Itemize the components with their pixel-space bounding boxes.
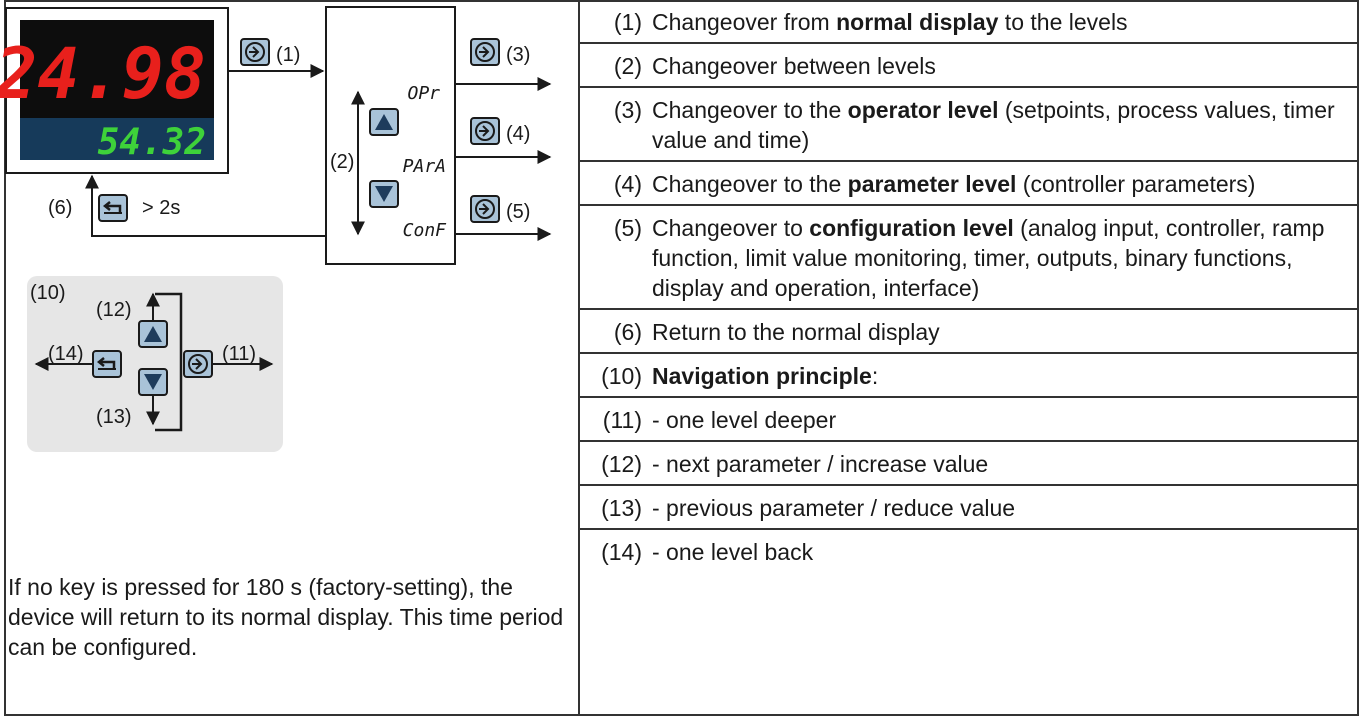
legend-text-bold: configuration level [809, 215, 1014, 241]
legend-text-post: (setpoints, process values, timer value … [652, 97, 1335, 153]
legend-number: (6) [613, 319, 642, 345]
level-diagram: 24.98 54.32 (1) OPr PArA ConF (2) (3) (4… [0, 6, 552, 452]
legend-number: (2) [613, 53, 642, 79]
legend-row: (4)Changeover to the parameter level (co… [580, 162, 1357, 206]
legend-number: (5) [613, 215, 642, 241]
legend-row: (14) - one level back [580, 530, 1357, 572]
legend-text: Changeover to configuration level (analo… [642, 213, 1357, 303]
enter-key-icon [470, 38, 500, 66]
legend-number: (3) [613, 97, 642, 123]
nav-bracket [155, 292, 183, 432]
legend-text-pre: Changeover from [652, 9, 837, 35]
hold-duration: > 2s [142, 197, 180, 219]
legend-text: Navigation principle: [642, 361, 1357, 391]
legend-text-post: : [871, 363, 879, 389]
legend-text-pre: - next parameter / increase value [652, 451, 989, 477]
up-key-icon [369, 108, 399, 136]
legend-row: (2) Changeover between levels [580, 44, 1357, 88]
legend-text-post: (controller parameters) [1016, 171, 1256, 197]
legend-text: Changeover between levels [642, 51, 1357, 81]
callout-1: (1) [276, 44, 300, 66]
legend-text-pre: - one level deeper [652, 407, 837, 433]
callout-12: (12) [96, 299, 132, 321]
legend-text-pre: Changeover to the [652, 171, 848, 197]
legend-text: Changeover to the operator level (setpoi… [642, 95, 1357, 155]
legend-text-bold: operator level [847, 97, 999, 123]
level-opr: OPr [407, 83, 440, 104]
callout-10: (10) [30, 282, 66, 304]
legend-row: (1)Changeover from normal display to the… [580, 0, 1357, 44]
legend-row: (10)Navigation principle: [580, 354, 1357, 398]
legend-text: Changeover to the parameter level (contr… [642, 169, 1357, 199]
legend-text-bold: Navigation principle [652, 363, 872, 389]
legend-row: (3)Changeover to the operator level (set… [580, 88, 1357, 162]
exit-key-icon [98, 194, 128, 222]
legend-text-pre: - previous parameter / reduce value [652, 495, 1016, 521]
legend-number: (14) [601, 539, 642, 565]
callout-11: (11) [222, 343, 256, 365]
callout-4: (4) [506, 123, 530, 145]
legend-row: (6) Return to the normal display [580, 310, 1357, 354]
legend-row: (5)Changeover to configuration level (an… [580, 206, 1357, 310]
legend-text-post: (analog input, controller, ramp function… [652, 215, 1325, 301]
legend-text-pre: Return to the normal display [652, 319, 940, 345]
exit-key-icon [92, 350, 122, 378]
controller-display: 24.98 54.32 [0, 7, 229, 174]
callout-6: (6) [48, 197, 72, 219]
display-top-value: 24.98 [0, 33, 206, 115]
column-divider [578, 0, 580, 716]
legend-table: (1)Changeover from normal display to the… [580, 0, 1357, 572]
legend-text-pre: - one level back [652, 539, 814, 565]
legend-number: (13) [601, 495, 642, 521]
enter-key-icon [183, 350, 213, 378]
up-key-icon [138, 320, 168, 348]
legend-text-pre: Changeover to [652, 215, 810, 241]
legend-number: (4) [613, 171, 642, 197]
legend-text-pre: Changeover between levels [652, 53, 936, 79]
timeout-note: If no key is pressed for 180 s (factory-… [8, 574, 564, 660]
callout-14: (14) [48, 343, 84, 365]
legend-text: Changeover from normal display to the le… [642, 7, 1357, 37]
level-para: PArA [403, 156, 446, 177]
legend-text: - next parameter / increase value [642, 449, 1357, 479]
legend-text-bold: parameter level [847, 171, 1017, 197]
legend-text: - one level deeper [642, 405, 1357, 435]
legend-text-post: to the levels [998, 9, 1128, 35]
callout-2: (2) [330, 151, 354, 173]
enter-key-icon [240, 38, 270, 66]
legend-number: (12) [601, 451, 642, 477]
enter-key-icon [470, 117, 500, 145]
legend-text-bold: normal display [836, 9, 999, 35]
legend-number: (11) [602, 407, 642, 433]
navigation-panel: (10) (12) (14) (11) (13) [27, 276, 283, 452]
legend-text: Return to the normal display [642, 317, 1357, 347]
page-frame [4, 0, 1359, 716]
legend-row: (13) - previous parameter / reduce value [580, 486, 1357, 530]
level-conf: ConF [403, 220, 448, 241]
display-bottom-value: 54.32 [98, 122, 206, 163]
legend-text-pre: Changeover to the [652, 97, 848, 123]
down-key-icon [138, 368, 168, 396]
arrow-6 [85, 174, 326, 237]
callout-5: (5) [506, 201, 530, 223]
callout-3: (3) [506, 44, 530, 66]
legend-text: - one level back [642, 537, 1357, 567]
legend-number: (10) [601, 363, 642, 389]
legend-text: - previous parameter / reduce value [642, 493, 1357, 523]
callout-13: (13) [96, 406, 132, 428]
legend-row: (12) - next parameter / increase value [580, 442, 1357, 486]
enter-key-icon [470, 195, 500, 223]
legend-row: (11) - one level deeper [580, 398, 1357, 442]
down-key-icon [369, 180, 399, 208]
legend-number: (1) [613, 9, 642, 35]
